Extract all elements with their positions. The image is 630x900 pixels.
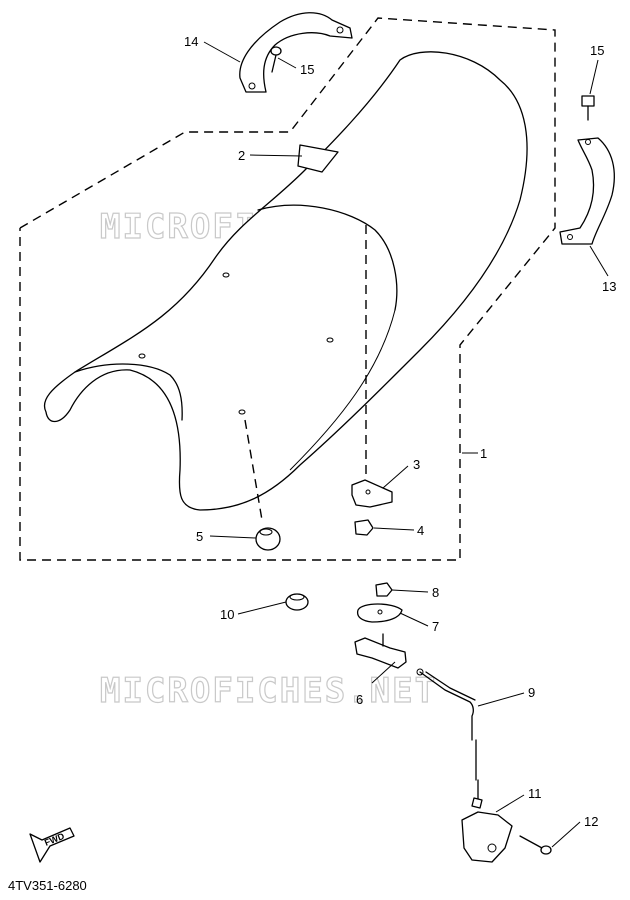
seat-hole [222,272,230,278]
part-14-handle [239,12,353,93]
seat [43,51,528,511]
callout-13: 13 [602,279,616,294]
drawing-code: 4TV351-6280 [8,878,87,893]
part-8-nut [375,582,393,597]
callout-3: 3 [413,457,420,472]
part-12-bolt [519,835,552,855]
seat-hole [238,409,246,415]
callout-2: 2 [238,148,245,163]
callout-9: 9 [528,685,535,700]
callout-8: 8 [432,585,439,600]
part-7-plate [356,603,403,623]
part-15-bolt-right [581,95,595,121]
part-15-bolt-left [270,46,282,73]
part-4-nut [354,519,374,536]
part-13-handle [559,137,615,245]
callout-15-left: 15 [300,62,314,77]
fwd-label: FWD [43,831,66,848]
fwd-arrow-icon: FWD [29,827,75,863]
seat-hole [326,337,334,343]
part-11-lock [461,811,513,863]
callout-6: 6 [356,692,363,707]
part-6-lock [354,637,407,669]
part-5-damper [255,527,281,551]
watermark-bottom: MICROFICHES.NET [100,671,437,711]
callout-4: 4 [417,523,424,538]
mount-line-5 [244,419,263,521]
part-9-cable [416,668,479,801]
callout-12: 12 [584,814,598,829]
part-3-bracket [351,479,393,508]
callout-1: 1 [480,446,487,461]
callout-11: 11 [528,786,542,801]
seat-hole [138,353,146,359]
part-2-tab [297,144,339,173]
callout-10: 10 [220,607,234,622]
callout-14: 14 [184,34,198,49]
part-10-cap [285,593,309,611]
callout-7: 7 [432,619,439,634]
callout-5: 5 [196,529,203,544]
assembly-boundary [19,17,556,561]
callout-15-right: 15 [590,43,604,58]
